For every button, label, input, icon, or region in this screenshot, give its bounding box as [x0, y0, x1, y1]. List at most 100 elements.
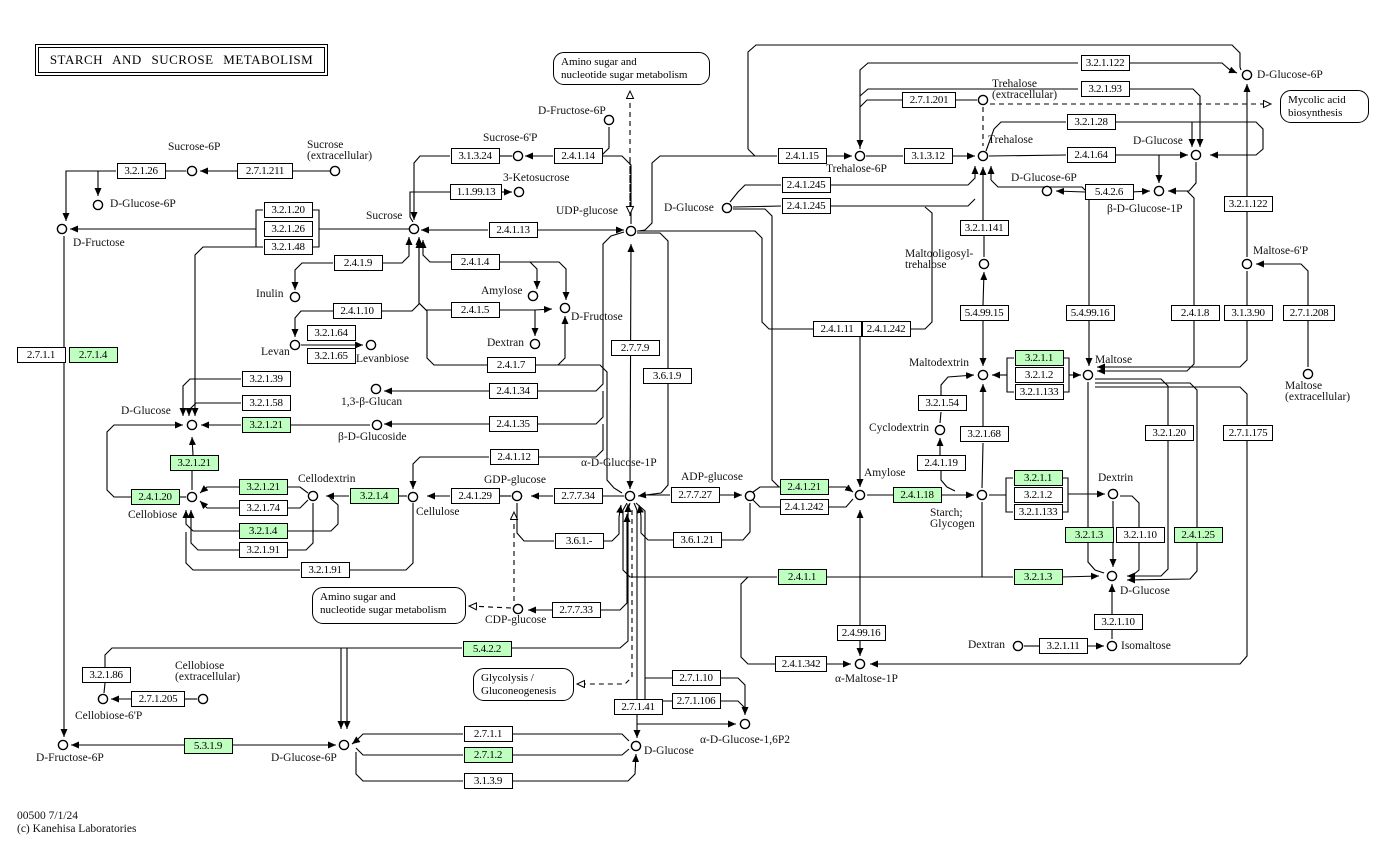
- compound-node--maltose-1p[interactable]: [854, 658, 866, 670]
- enzyme-box-3.2.1.3[interactable]: 3.2.1.3: [1064, 527, 1114, 543]
- enzyme-box-5.4.2.2[interactable]: 5.4.2.2: [462, 641, 512, 657]
- compound-node-d-fructose-6p[interactable]: [57, 739, 69, 751]
- enzyme-box-2.4.1.19[interactable]: 2.4.1.19: [916, 455, 966, 471]
- enzyme-box-3.2.1.48[interactable]: 3.2.1.48: [263, 239, 313, 255]
- pathway-link-amino-sugar-and[interactable]: Amino sugar and nucleotide sugar metabol…: [312, 587, 466, 624]
- enzyme-box-3.2.1.20[interactable]: 3.2.1.20: [263, 202, 313, 218]
- enzyme-box-2.7.1.1[interactable]: 2.7.1.1: [463, 726, 513, 742]
- enzyme-box-3.2.1.86[interactable]: 3.2.1.86: [81, 667, 131, 683]
- compound-node-levan[interactable]: [289, 339, 301, 351]
- compound-node-3-ketosucrose[interactable]: [513, 186, 525, 198]
- compound-node-maltose[interactable]: [1302, 368, 1314, 380]
- enzyme-box-2.4.1.342[interactable]: 2.4.1.342: [775, 656, 827, 672]
- enzyme-box-3.2.1.65[interactable]: 3.2.1.65: [306, 348, 356, 364]
- enzyme-box-3.2.1.122[interactable]: 3.2.1.122: [1223, 196, 1273, 212]
- enzyme-box-3.2.1.74[interactable]: 3.2.1.74: [238, 500, 288, 516]
- enzyme-box-3.2.1.10[interactable]: 3.2.1.10: [1115, 527, 1165, 543]
- compound-node-cellulose[interactable]: [407, 491, 419, 503]
- enzyme-box-2.4.1.11[interactable]: 2.4.1.11: [812, 321, 862, 337]
- compound-node--d-glucose-1p[interactable]: [1153, 185, 1165, 197]
- compound-node-dextrin[interactable]: [1107, 488, 1119, 500]
- enzyme-box-2.7.1.1[interactable]: 2.7.1.1: [16, 347, 66, 363]
- compound-node-cellobiose-6-p[interactable]: [97, 693, 109, 705]
- compound-node-d-glucose[interactable]: [1190, 149, 1202, 161]
- enzyme-box-3.2.1.26[interactable]: 3.2.1.26: [263, 221, 313, 237]
- enzyme-box-2.4.1.29[interactable]: 2.4.1.29: [450, 488, 500, 504]
- enzyme-box-2.7.1.175[interactable]: 2.7.1.175: [1223, 425, 1273, 441]
- compound-node-dextran[interactable]: [529, 338, 541, 350]
- compound-node-starch-[interactable]: [976, 489, 988, 501]
- compound-node-d-fructose-6p[interactable]: [603, 114, 615, 126]
- enzyme-box-3.6.1.9[interactable]: 3.6.1.9: [642, 368, 692, 384]
- compound-node-dextran[interactable]: [1012, 640, 1024, 652]
- enzyme-box-2.4.1.8[interactable]: 2.4.1.8: [1170, 305, 1220, 321]
- compound-node-sucrose[interactable]: [408, 223, 420, 235]
- enzyme-box-2.4.1.245[interactable]: 2.4.1.245: [781, 177, 831, 193]
- enzyme-box-3.2.1.91[interactable]: 3.2.1.91: [300, 562, 350, 578]
- enzyme-box-3.2.1.26[interactable]: 3.2.1.26: [116, 163, 166, 179]
- enzyme-box-2.4.1.64[interactable]: 2.4.1.64: [1066, 147, 1116, 163]
- enzyme-box-2.7.1.201[interactable]: 2.7.1.201: [902, 92, 956, 108]
- enzyme-box-3.2.1.21[interactable]: 3.2.1.21: [241, 417, 291, 433]
- compound-node-d-glucose[interactable]: [630, 740, 642, 752]
- enzyme-box-3.2.1.1[interactable]: 3.2.1.1: [1014, 350, 1064, 366]
- compound-node-cdp-glucose[interactable]: [512, 603, 524, 615]
- compound-node--d-glucose-1p[interactable]: [624, 490, 636, 502]
- enzyme-box-5.4.2.6[interactable]: 5.4.2.6: [1084, 184, 1134, 200]
- enzyme-box-3.2.1.54[interactable]: 3.2.1.54: [917, 395, 967, 411]
- compound-node-d-glucose-6p[interactable]: [92, 199, 104, 211]
- enzyme-box-2.7.1.10[interactable]: 2.7.1.10: [671, 670, 721, 686]
- enzyme-box-3.2.1.1[interactable]: 3.2.1.1: [1013, 470, 1063, 486]
- pathway-link-amino-sugar-and[interactable]: Amino sugar and nucleotide sugar metabol…: [553, 52, 710, 85]
- enzyme-box-2.4.1.7[interactable]: 2.4.1.7: [486, 357, 536, 373]
- enzyme-box-3.2.1.3[interactable]: 3.2.1.3: [1013, 569, 1063, 585]
- enzyme-box-3.2.1.91[interactable]: 3.2.1.91: [238, 542, 288, 558]
- enzyme-box-3.1.3.9[interactable]: 3.1.3.9: [463, 773, 513, 789]
- compound-node--d-glucoside[interactable]: [371, 419, 383, 431]
- enzyme-box-3.2.1.11[interactable]: 3.2.1.11: [1038, 638, 1088, 654]
- compound-node-d-glucose[interactable]: [1106, 570, 1118, 582]
- enzyme-box-2.7.7.27[interactable]: 2.7.7.27: [670, 487, 720, 503]
- enzyme-box-3.2.1.2[interactable]: 3.2.1.2: [1013, 487, 1063, 503]
- enzyme-box-2.7.1.4[interactable]: 2.7.1.4: [68, 347, 118, 363]
- enzyme-box-2.7.1.205[interactable]: 2.7.1.205: [131, 691, 185, 707]
- enzyme-box-3.2.1.10[interactable]: 3.2.1.10: [1093, 614, 1143, 630]
- enzyme-box-2.7.1.41[interactable]: 2.7.1.41: [613, 699, 663, 715]
- enzyme-box-2.7.1.208[interactable]: 2.7.1.208: [1283, 305, 1335, 321]
- enzyme-box-5.4.99.16[interactable]: 5.4.99.16: [1065, 305, 1115, 321]
- compound-node-amylose[interactable]: [854, 489, 866, 501]
- enzyme-box-2.4.99.16[interactable]: 2.4.99.16: [836, 625, 886, 641]
- enzyme-box-2.4.1.1[interactable]: 2.4.1.1: [777, 569, 827, 585]
- enzyme-box-2.7.7.33[interactable]: 2.7.7.33: [551, 602, 601, 618]
- enzyme-box-2.7.1.2[interactable]: 2.7.1.2: [463, 747, 513, 763]
- enzyme-box-3.2.1.93[interactable]: 3.2.1.93: [1080, 81, 1130, 97]
- compound-node-maltose[interactable]: [1082, 369, 1094, 381]
- enzyme-box-3.2.1.64[interactable]: 3.2.1.64: [306, 325, 356, 341]
- compound-node-d-glucose-6p[interactable]: [338, 739, 350, 751]
- enzyme-box-2.4.1.14[interactable]: 2.4.1.14: [553, 148, 603, 164]
- enzyme-box-2.4.1.4[interactable]: 2.4.1.4: [450, 254, 500, 270]
- enzyme-box-3.1.3.24[interactable]: 3.1.3.24: [450, 148, 500, 164]
- pathway-link-mycolic-acid[interactable]: Mycolic acid biosynthesis: [1280, 90, 1369, 123]
- pathway-link-glycolysis-[interactable]: Glycolysis / Gluconeogenesis: [473, 668, 574, 701]
- enzyme-box-3.2.1.141[interactable]: 3.2.1.141: [959, 220, 1009, 236]
- enzyme-box-3.6.1.21[interactable]: 3.6.1.21: [672, 532, 722, 548]
- enzyme-box-3.2.1.4[interactable]: 3.2.1.4: [238, 523, 288, 539]
- compound-node-isomaltose[interactable]: [1106, 640, 1118, 652]
- enzyme-box-2.4.1.18[interactable]: 2.4.1.18: [892, 487, 942, 503]
- compound-node-adp-glucose[interactable]: [744, 490, 756, 502]
- compound-node-cellobiose[interactable]: [197, 693, 209, 705]
- compound-node--d-glucose-1-6p2[interactable]: [739, 718, 751, 730]
- compound-node-d-fructose[interactable]: [559, 302, 571, 314]
- enzyme-box-3.2.1.39[interactable]: 3.2.1.39: [241, 371, 291, 387]
- compound-node-udp-glucose[interactable]: [625, 225, 637, 237]
- enzyme-box-3.2.1.4[interactable]: 3.2.1.4: [349, 488, 399, 504]
- compound-node-d-fructose[interactable]: [56, 223, 68, 235]
- enzyme-box-2.4.1.5[interactable]: 2.4.1.5: [450, 302, 500, 318]
- enzyme-box-3.2.1.20[interactable]: 3.2.1.20: [1144, 425, 1194, 441]
- enzyme-box-2.4.1.35[interactable]: 2.4.1.35: [488, 416, 538, 432]
- enzyme-box-3.1.3.90[interactable]: 3.1.3.90: [1223, 305, 1273, 321]
- enzyme-box-2.7.1.106[interactable]: 2.7.1.106: [671, 693, 721, 709]
- compound-node-maltodextrin[interactable]: [977, 369, 989, 381]
- enzyme-box-2.4.1.12[interactable]: 2.4.1.12: [489, 449, 539, 465]
